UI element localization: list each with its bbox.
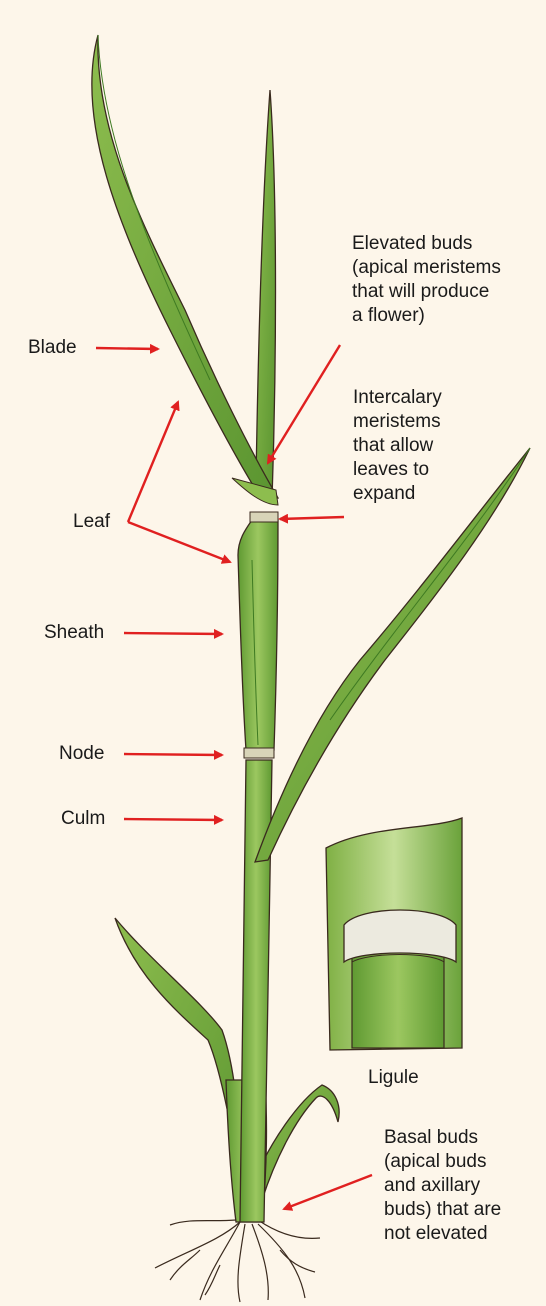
elevated-buds-line-2: (apical meristems (352, 256, 501, 280)
blade-label: Blade (28, 336, 77, 360)
node-label: Node (59, 742, 104, 766)
leaf-label: Leaf (73, 510, 110, 534)
lower-left-leaf (115, 918, 246, 1215)
basal-buds-line-3: and axillary (384, 1174, 501, 1198)
roots (155, 1220, 320, 1302)
sheath-label: Sheath (44, 621, 104, 645)
node-band (244, 748, 274, 758)
sheath (238, 520, 278, 750)
ligule-label: Ligule (368, 1066, 419, 1090)
basal-buds-arrow (284, 1175, 372, 1209)
basal-buds-line-4: buds) that are (384, 1198, 501, 1222)
sheath-arrow (124, 633, 222, 634)
basal-buds-label: Basal buds (apical buds and axillary bud… (384, 1126, 501, 1246)
basal-buds-line-1: Basal buds (384, 1126, 501, 1150)
intercalary-line-2: meristems (353, 410, 442, 434)
elevated-buds-arrow (268, 345, 340, 463)
blade-arrow (96, 348, 158, 349)
elevated-buds-line-3: that will produce (352, 280, 501, 304)
elevated-buds-line-1: Elevated buds (352, 232, 501, 256)
elevated-buds-line-4: a flower) (352, 304, 501, 328)
node-arrow (124, 754, 222, 755)
blade (92, 35, 278, 500)
intercalary-arrow (280, 517, 344, 519)
upper-stem-leaf (256, 90, 276, 500)
basal-buds-line-5: not elevated (384, 1222, 501, 1246)
culm-arrow (124, 819, 222, 820)
intercalary-band (250, 512, 278, 522)
right-leaf (255, 448, 530, 862)
intercalary-meristems-label: Intercalary meristems that allow leaves … (353, 386, 442, 506)
intercalary-line-3: that allow (353, 434, 442, 458)
culm-label: Culm (61, 807, 105, 831)
ligule-inset (326, 818, 462, 1050)
intercalary-line-5: expand (353, 482, 442, 506)
intercalary-line-1: Intercalary (353, 386, 442, 410)
leaf-arrow-up (128, 402, 178, 522)
leaf-arrow-down (128, 522, 230, 562)
basal-buds-line-2: (apical buds (384, 1150, 501, 1174)
intercalary-line-4: leaves to (353, 458, 442, 482)
elevated-buds-label: Elevated buds (apical meristems that wil… (352, 232, 501, 328)
